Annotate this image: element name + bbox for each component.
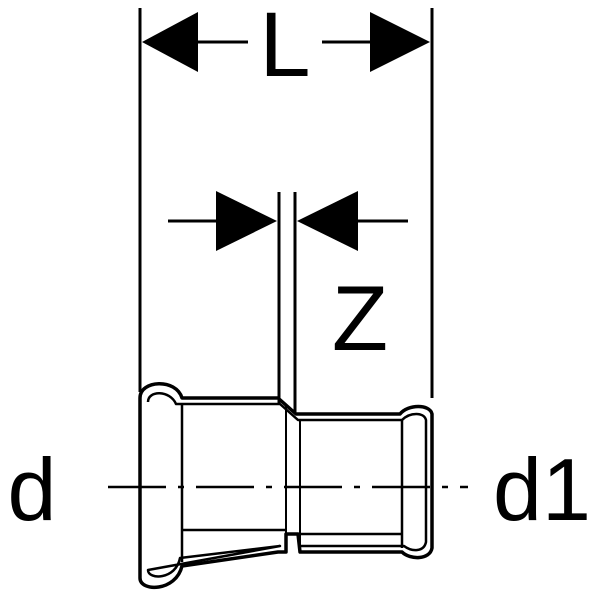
label-diameter-right: d1 — [493, 440, 591, 539]
arrowhead-right-icon — [370, 12, 430, 72]
dimension-arrow-l — [142, 12, 430, 72]
label-diameter-left: d — [8, 440, 57, 539]
arrowhead-left-icon — [142, 12, 198, 72]
fitting-inner-outline — [146, 392, 428, 578]
arrowhead-z-right-icon — [297, 191, 358, 251]
label-insertion-gap: Z — [332, 268, 388, 370]
label-length: L — [259, 0, 310, 96]
dimension-arrow-z — [168, 191, 408, 251]
fitting-outer-outline — [138, 382, 434, 590]
arrowhead-z-left-icon — [216, 191, 277, 251]
